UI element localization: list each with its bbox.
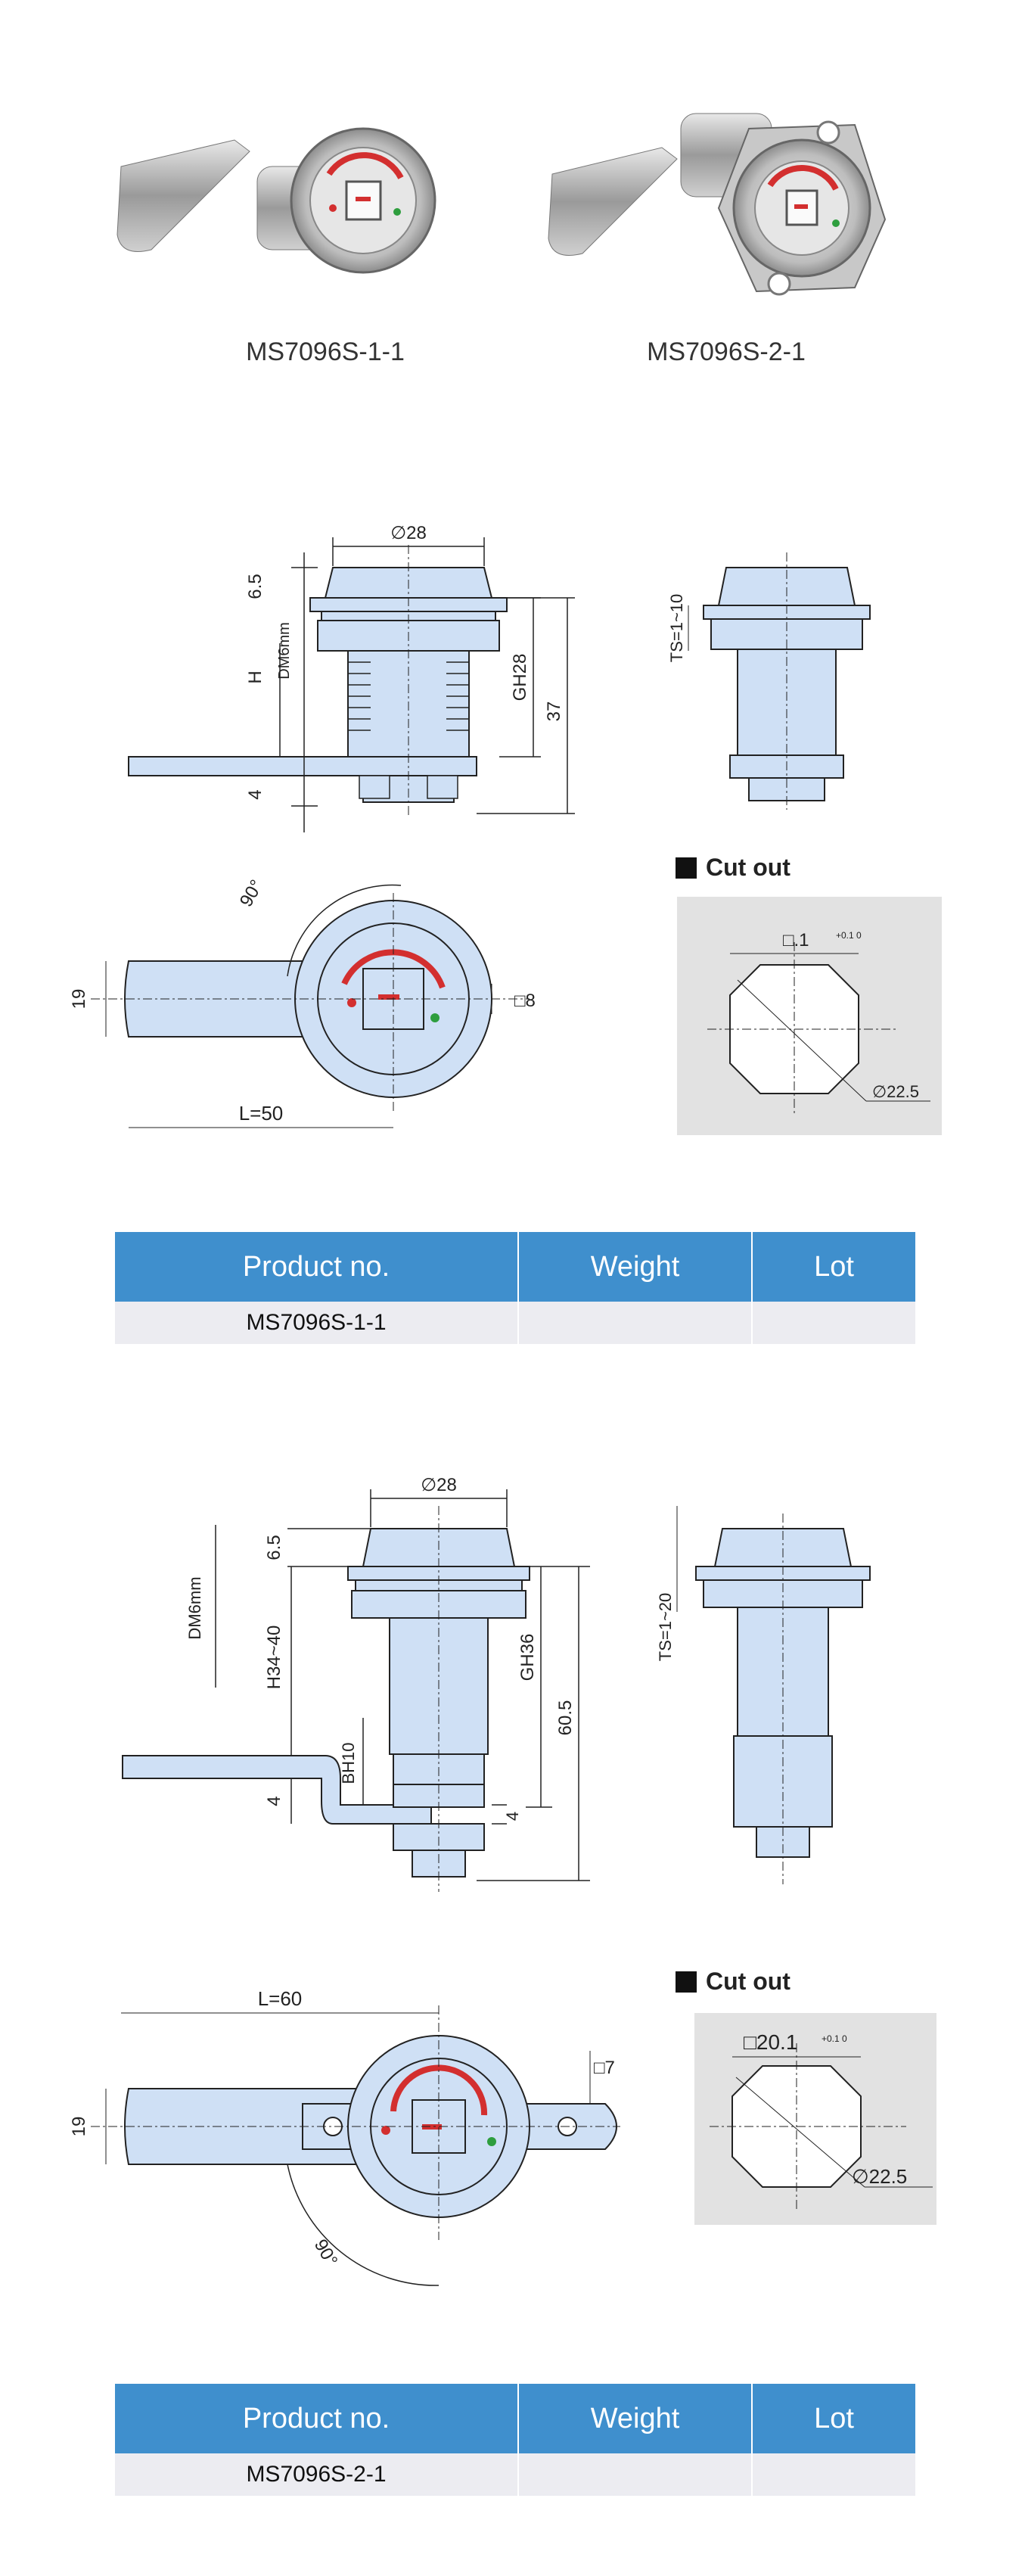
table-header-weight: Weight [518,1232,753,1302]
dim-gh-1: GH28 [510,654,530,702]
technical-drawing-1-profile: TS=1~10 [667,552,871,810]
dim-dm-1: DM6mm [276,622,293,680]
cutout-title-1: Cut out [676,854,790,882]
cutout-square-2: □20.1 [744,2030,797,2054]
dim-square-2: □7 [594,2058,615,2078]
dim-bottom-1: 4 [245,789,266,799]
technical-drawing-1-side: ∅28 6.5 H DM6mm GH28 37 4 [128,523,575,832]
cutout-square-1: □.1 [783,930,809,950]
dim-length-1: L=50 [239,1102,284,1125]
cutout-tol-1: +0.1 0 [836,930,862,941]
table-header-product: Product no. [115,1232,519,1302]
dim-length-2: L=60 [258,1987,303,2010]
table-header-product: Product no. [115,2384,519,2453]
dim-h-2: H34~40 [264,1626,284,1690]
table-header-lot: Lot [752,1232,915,1302]
table-cell-lot [752,1302,915,1344]
cutout-title-text-2: Cut out [706,1968,790,1995]
dim-gh-2: GH36 [517,1634,538,1682]
table-cell-product: MS7096S-2-1 [115,2453,519,2496]
dim-total-1: 37 [544,702,564,722]
cutout-tol-2: +0.1 0 [822,2033,847,2044]
cutout-dia-1: ∅22.5 [872,1082,919,1101]
dim-width-1: 19 [69,989,89,1010]
table-cell-weight [518,1302,753,1344]
spec-table-2: Product no. Weight Lot MS7096S-2-1 [115,2384,915,2496]
technical-drawing-2-front: L=60 □7 19 90° [69,1987,620,2286]
product-caption-1: MS7096S-1-1 [246,338,405,366]
cutout-diagram-2: □20.1 +0.1 0 ∅22.5 [694,2013,936,2225]
dim-ts-1: TS=1~10 [667,594,686,663]
dim-side-2: 4 [503,1812,522,1821]
technical-drawing-2-profile: TS=1~20 [656,1506,871,1884]
square-bullet-icon [676,857,697,879]
table-cell-weight [518,2453,753,2496]
dim-bh-2: BH10 [339,1742,358,1784]
dim-angle-2: 90° [310,2236,342,2270]
cutout-dia-2: ∅22.5 [852,2165,907,2188]
product-photo-1 [116,127,436,274]
dim-diameter-2: ∅28 [421,1475,457,1495]
cutout-diagram-1: □.1 +0.1 0 ∅22.5 [677,897,942,1135]
dim-width-2: 19 [69,2117,89,2137]
dim-angle-1: 90° [236,876,268,910]
table-cell-lot [752,2453,915,2496]
dim-total-2: 60.5 [555,1700,576,1736]
spec-table-1: Product no. Weight Lot MS7096S-1-1 [115,1232,915,1344]
technical-drawing-2-side: ∅28 6.5 DM6mm H34~40 BH10 GH36 60.5 4 4 [122,1475,590,1892]
dim-cap-height-2: 6.5 [264,1535,284,1560]
dim-square-1: □8 [514,991,536,1011]
table-row: MS7096S-2-1 [115,2453,915,2496]
product-caption-2: MS7096S-2-1 [647,338,806,366]
technical-drawing-1-front: 90° 19 □8 L=50 [69,876,536,1128]
dim-cap-height-1: 6.5 [245,574,266,599]
table-row: MS7096S-1-1 [115,1302,915,1344]
cutout-title-text-1: Cut out [706,854,790,881]
cutout-title-2: Cut out [676,1968,790,1996]
product-photo-2 [548,113,887,296]
table-cell-product: MS7096S-1-1 [115,1302,519,1344]
dim-dm-2: DM6mm [185,1576,204,1639]
dim-bottom-2: 4 [264,1796,284,1806]
dim-diameter-1: ∅28 [390,523,427,543]
dim-h-1: H [245,670,266,683]
square-bullet-icon [676,1971,697,1993]
dim-ts-2: TS=1~20 [656,1593,675,1662]
table-header-lot: Lot [752,2384,915,2453]
table-header-weight: Weight [518,2384,753,2453]
